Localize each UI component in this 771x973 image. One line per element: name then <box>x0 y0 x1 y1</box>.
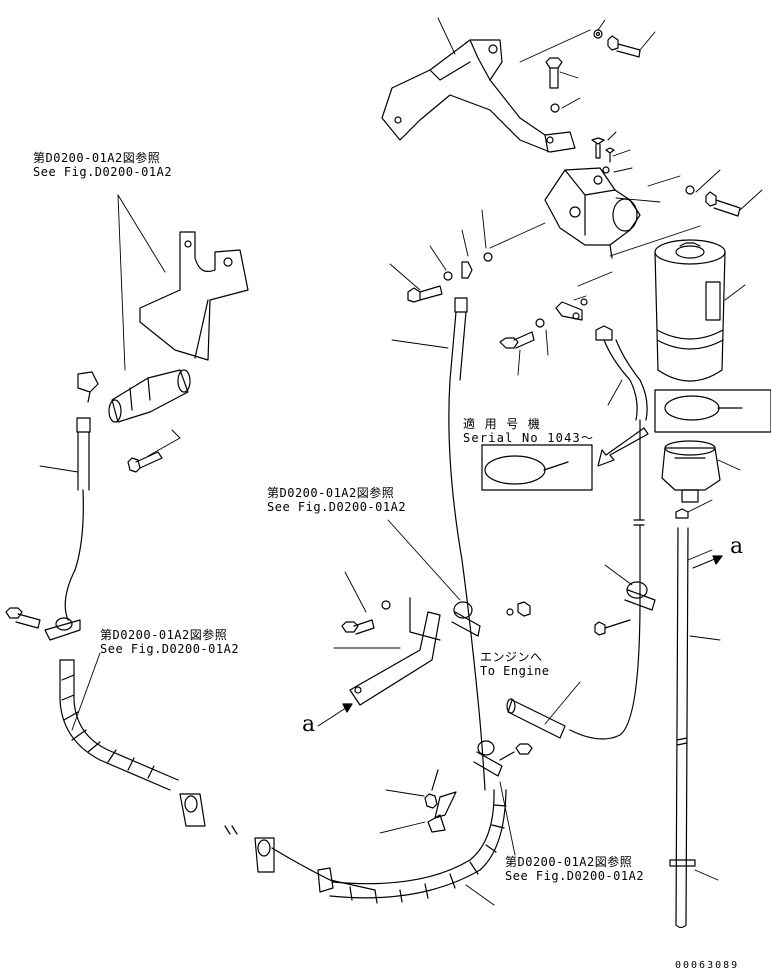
reference-note: 第D0200-01A2図参照 See Fig.D0200-01A2 <box>100 628 239 656</box>
engine-fitting <box>506 698 566 739</box>
water-separator-bowl <box>661 440 721 519</box>
outlet-hose <box>569 325 648 740</box>
inlet-hose <box>448 297 486 791</box>
reference-jp: 第D0200-01A2図参照 <box>33 151 161 165</box>
reference-jp: 第D0200-01A2図参照 <box>267 486 395 500</box>
lower-hose <box>329 789 507 904</box>
engine-note: エンジンへ To Engine <box>480 650 550 678</box>
drain-tube <box>669 527 696 929</box>
engine-note-en: To Engine <box>480 664 550 678</box>
left-upper-hose <box>64 417 91 621</box>
engine-note-jp: エンジンへ <box>480 650 543 664</box>
middle-bolts <box>407 252 588 349</box>
middle-bracket <box>349 597 441 706</box>
fuel-valve <box>77 369 191 473</box>
reference-note: 第D0200-01A2図参照 See Fig.D0200-01A2 <box>505 855 644 883</box>
replacement-arrow <box>597 427 649 467</box>
filter-head <box>544 167 641 259</box>
fuel-filter-cartridge <box>654 239 726 382</box>
reference-en: See Fig.D0200-01A2 <box>505 869 645 883</box>
reference-note: 第D0200-01A2図参照 See Fig.D0200-01A2 <box>33 151 172 179</box>
left-bracket <box>139 231 249 361</box>
lower-clamp <box>424 740 533 833</box>
reference-jp: 第D0200-01A2図参照 <box>505 855 633 869</box>
reference-jp: 第D0200-01A2図参照 <box>100 628 228 642</box>
reference-en: See Fig.D0200-01A2 <box>33 165 173 179</box>
marker-arrows <box>317 555 723 727</box>
marker-a-right: a <box>730 534 744 559</box>
o-ring-box-serial <box>481 444 593 491</box>
reference-note: 第D0200-01A2図参照 See Fig.D0200-01A2 <box>267 486 406 514</box>
reference-en: See Fig.D0200-01A2 <box>267 500 407 514</box>
drawing-number: 00063089 <box>675 960 740 971</box>
serial-note-en: Serial No 1043～ <box>463 431 595 445</box>
reference-en: See Fig.D0200-01A2 <box>100 642 240 656</box>
leader-lines <box>39 17 763 906</box>
left-clamp <box>5 607 81 641</box>
serial-note-jp: 適 用 号 機 <box>463 417 542 431</box>
hose-clamp-right <box>594 581 656 636</box>
mounting-bracket <box>381 39 576 153</box>
bracket-bolts <box>545 29 741 217</box>
left-coiled-hose <box>59 659 376 893</box>
marker-a-left: a <box>302 712 316 737</box>
serial-note: 適 用 号 機 Serial No 1043～ <box>463 417 594 445</box>
o-ring-box-right <box>654 389 771 433</box>
middle-bolts-lower <box>341 600 531 637</box>
